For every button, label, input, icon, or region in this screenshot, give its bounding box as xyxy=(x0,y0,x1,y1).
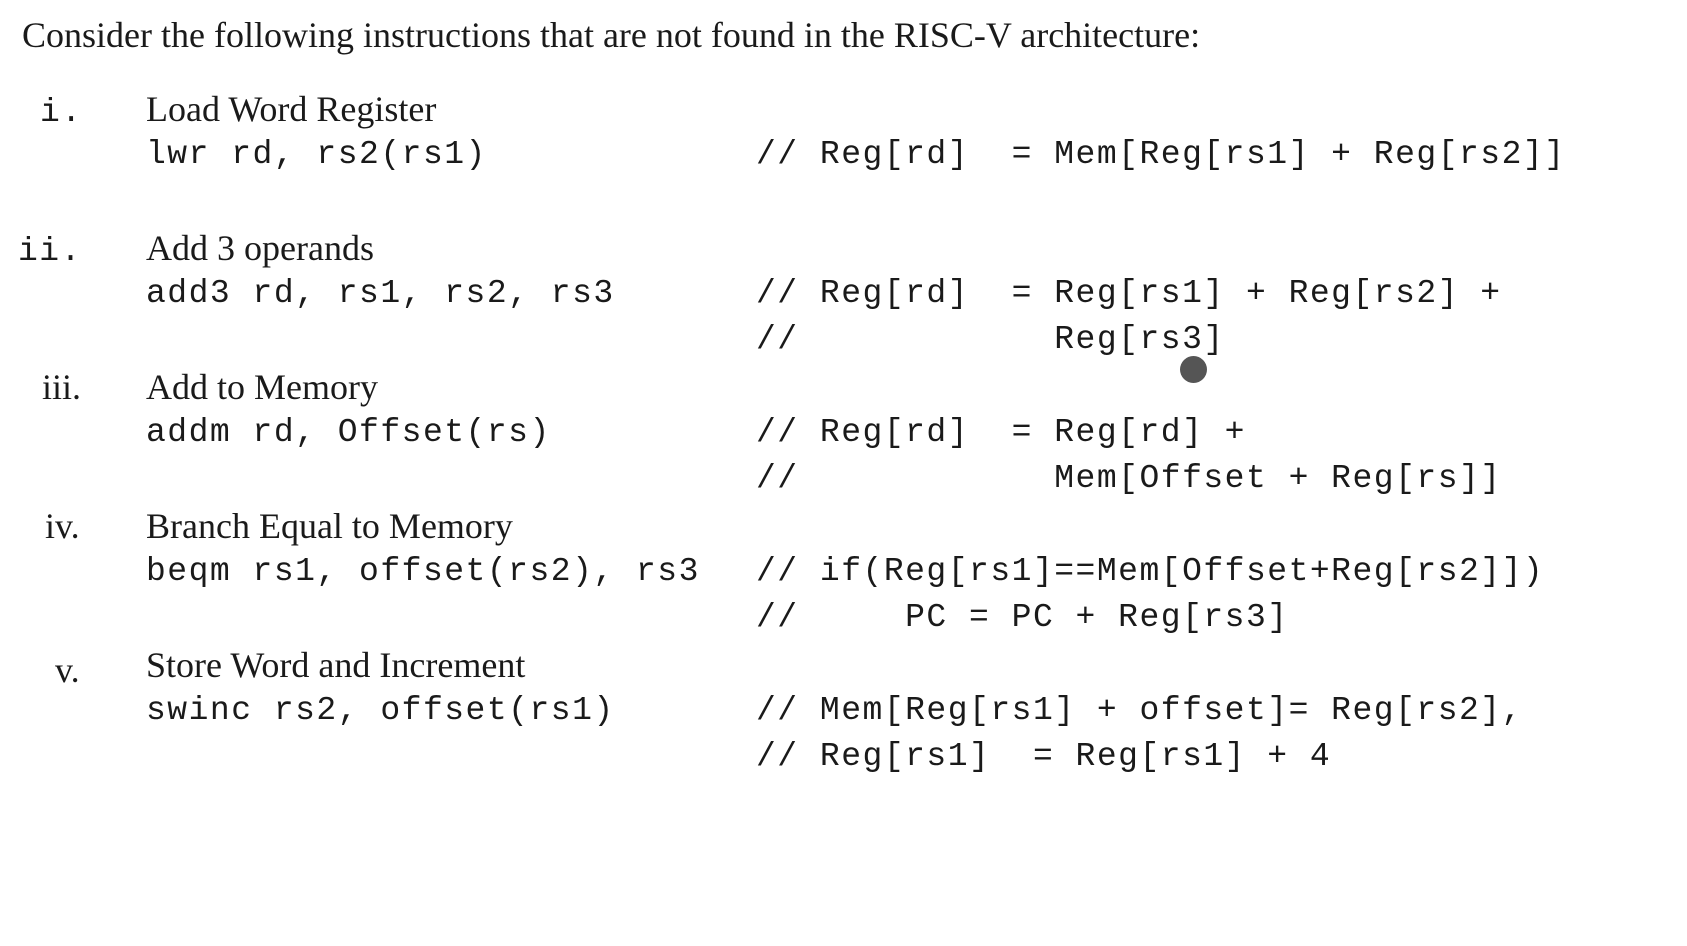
item-title: Branch Equal to Memory xyxy=(146,506,513,546)
instruction-comment: // PC = PC + Reg[rs3] xyxy=(756,599,1289,636)
instruction-comment: // Reg[rs1] = Reg[rs1] + 4 xyxy=(756,738,1332,775)
instruction-comment: // Reg[rd] = Reg[rs1] + Reg[rs2] + xyxy=(756,275,1502,312)
instruction-comment: // Reg[rd] = Reg[rd] + xyxy=(756,414,1246,451)
instruction-syntax: swinc rs2, offset(rs1) xyxy=(146,692,615,729)
instruction-syntax: beqm rs1, offset(rs2), rs3 xyxy=(146,553,700,590)
item-numeral: ii. xyxy=(18,233,82,270)
intro-text: Consider the following instructions that… xyxy=(22,15,1201,55)
instruction-syntax: addm rd, Offset(rs) xyxy=(146,414,551,451)
item-numeral: iv. xyxy=(45,506,80,546)
instruction-comment: // Reg[rd] = Mem[Reg[rs1] + Reg[rs2]] xyxy=(756,136,1566,173)
instruction-syntax: lwr rd, rs2(rs1) xyxy=(146,136,487,173)
item-numeral: i. xyxy=(40,94,83,131)
item-numeral: v. xyxy=(55,650,80,690)
instruction-comment: // Reg[rs3] xyxy=(756,321,1225,358)
cursor-dot xyxy=(1180,356,1207,383)
instruction-comment: // if(Reg[rs1]==Mem[Offset+Reg[rs2]]) xyxy=(756,553,1545,590)
item-title: Load Word Register xyxy=(146,89,437,129)
item-title: Add to Memory xyxy=(146,367,378,407)
item-title: Add 3 operands xyxy=(146,228,374,268)
item-title: Store Word and Increment xyxy=(146,645,526,685)
instruction-comment: // Mem[Reg[rs1] + offset]= Reg[rs2], xyxy=(756,692,1523,729)
item-numeral: iii. xyxy=(42,367,82,407)
instruction-syntax: add3 rd, rs1, rs2, rs3 xyxy=(146,275,615,312)
instruction-comment: // Mem[Offset + Reg[rs]] xyxy=(756,460,1502,497)
